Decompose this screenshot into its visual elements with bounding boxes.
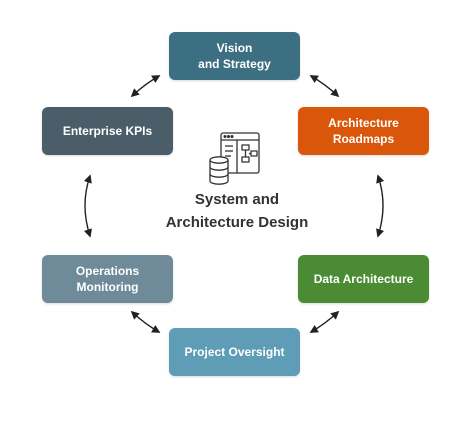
arrow-roadmaps-data [376, 174, 385, 238]
node-vision-and-strategy: Vision and Strategy [169, 32, 300, 80]
center-title-line2: Architecture Design [165, 214, 309, 231]
node-label-line1: Vision [216, 41, 253, 55]
node-enterprise-kpis: Enterprise KPIs [42, 107, 173, 155]
node-label-line1: Architecture [328, 116, 399, 130]
center-title-line1: System and [194, 191, 280, 208]
node-label: Data Architecture [313, 272, 414, 286]
node-label-line2: Roadmaps [332, 132, 395, 146]
node-project-oversight: Project Oversight [169, 328, 300, 376]
node-label-line2: and Strategy [198, 57, 271, 71]
node-data-architecture: Data Architecture [298, 255, 429, 303]
arrow-kpis-ops [83, 174, 92, 238]
node-label-line2: Monitoring [76, 280, 139, 294]
center-title: System and Architecture Design [137, 188, 337, 234]
arrow-vision-kpis [130, 75, 161, 98]
node-operations-monitoring: Operations Monitoring [42, 255, 173, 303]
node-label: Enterprise KPIs [62, 124, 153, 138]
arrow-ops-project [130, 310, 161, 333]
node-label-line1: Operations [75, 264, 140, 278]
node-architecture-roadmaps: Architecture Roadmaps [298, 107, 429, 155]
arrow-vision-roadmaps [309, 75, 340, 98]
arrow-data-project [309, 310, 340, 333]
node-label: Project Oversight [184, 345, 285, 359]
